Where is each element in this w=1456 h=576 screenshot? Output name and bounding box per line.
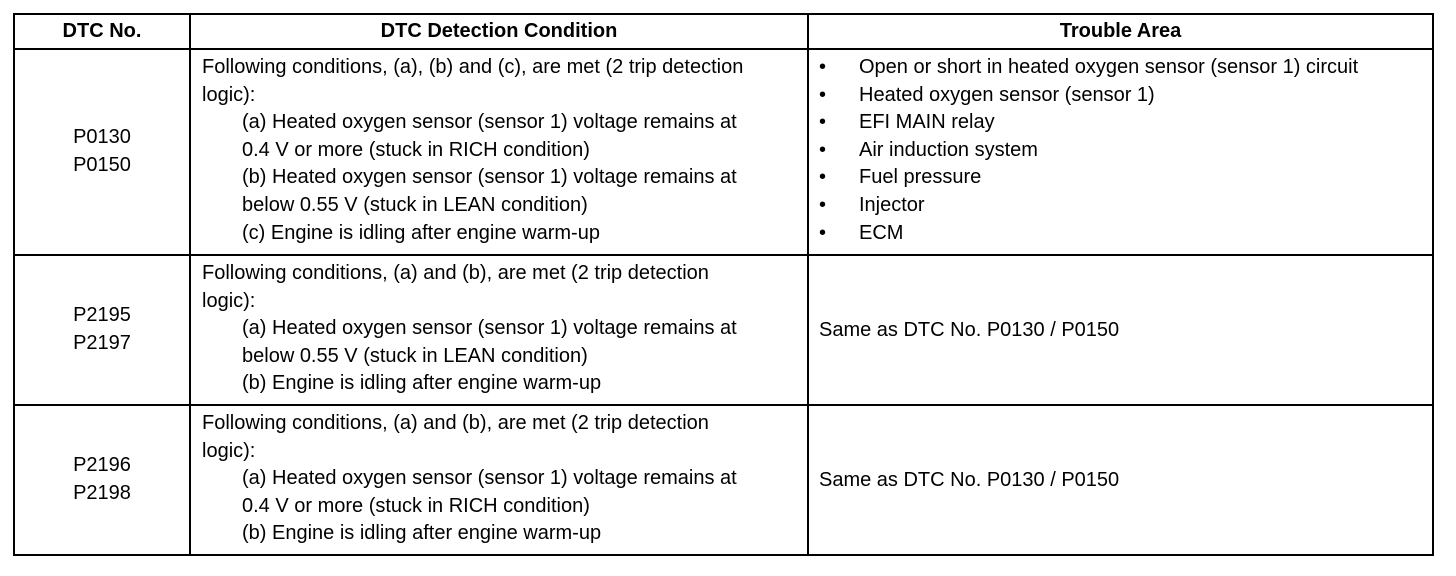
list-item: • Heated oxygen sensor (sensor 1): [819, 82, 1428, 110]
detection-condition-cell: Following conditions, (a) and (b), are m…: [189, 254, 809, 406]
bullet-icon: •: [819, 111, 827, 134]
dtc-table: DTC No. DTC Detection Condition Trouble …: [13, 13, 1434, 556]
detection-condition-cell: Following conditions, (a), (b) and (c), …: [189, 48, 809, 256]
condition-intro: logic):: [202, 83, 256, 106]
condition-intro: Following conditions, (a) and (b), are m…: [202, 412, 709, 434]
dtc-code-cell: P2196 P2198: [13, 404, 191, 556]
condition-intro: logic):: [202, 439, 256, 462]
list-item: • ECM: [819, 220, 1428, 248]
trouble-area-cell: • Open or short in heated oxygen sensor (…: [807, 48, 1434, 256]
bullet-icon: •: [819, 138, 827, 161]
detection-condition-cell: Following conditions, (a) and (b), are m…: [189, 404, 809, 556]
table-row: P2195 P2197 Following conditions, (a) an…: [13, 254, 1434, 406]
condition-intro: Following conditions, (a), (b) and (c), …: [202, 56, 744, 78]
bullet-icon: •: [819, 83, 827, 106]
header-trouble-area: Trouble Area: [807, 13, 1434, 50]
bullet-icon: •: [819, 193, 827, 216]
trouble-area-list: • Open or short in heated oxygen sensor (…: [819, 54, 1428, 247]
condition-intro: logic):: [202, 289, 256, 312]
trouble-area-item: Air induction system: [859, 138, 1038, 161]
condition-item: (b) Engine is idling after engine warm-u…: [242, 522, 602, 545]
table-header-row: DTC No. DTC Detection Condition Trouble …: [13, 13, 1434, 50]
table-row: P0130 P0150 Following conditions, (a), (…: [13, 48, 1434, 256]
trouble-area-text: Same as DTC No. P0130 / P0150: [819, 319, 1120, 342]
list-item: • Fuel pressure: [819, 164, 1428, 192]
trouble-area-text: Same as DTC No. P0130 / P0150: [819, 469, 1120, 492]
dtc-code: P2195: [73, 304, 131, 327]
header-detection-condition: DTC Detection Condition: [189, 13, 809, 50]
trouble-area-item: Heated oxygen sensor (sensor 1): [859, 83, 1155, 106]
list-item: • Open or short in heated oxygen sensor (…: [819, 54, 1428, 82]
bullet-icon: •: [819, 56, 827, 78]
list-item: • Injector: [819, 192, 1428, 220]
dtc-code: P2197: [73, 332, 131, 354]
condition-item: below 0.55 V (stuck in LEAN condition): [242, 344, 588, 367]
condition-item: (b) Heated oxygen sensor (sensor 1) volt…: [242, 166, 737, 189]
condition-item: (a) Heated oxygen sensor (sensor 1) volt…: [242, 317, 737, 340]
condition-item: (b) Engine is idling after engine warm-u…: [242, 372, 602, 395]
trouble-area-item: Fuel pressure: [859, 166, 982, 189]
dtc-code: P0150: [73, 154, 131, 176]
condition-intro: Following conditions, (a) and (b), are m…: [202, 262, 709, 284]
dtc-code: P0130: [73, 126, 131, 149]
trouble-area-item: Injector: [859, 193, 925, 216]
bullet-icon: •: [819, 166, 827, 189]
dtc-code-cell: P0130 P0150: [13, 48, 191, 256]
condition-item: below 0.55 V (stuck in LEAN condition): [242, 193, 588, 216]
dtc-code: P2198: [73, 482, 131, 504]
trouble-area-cell: Same as DTC No. P0130 / P0150: [807, 254, 1434, 406]
condition-item: (a) Heated oxygen sensor (sensor 1) volt…: [242, 111, 737, 134]
trouble-area-item: ECM: [859, 221, 904, 244]
trouble-area-cell: Same as DTC No. P0130 / P0150: [807, 404, 1434, 556]
list-item: • EFI MAIN relay: [819, 109, 1428, 137]
dtc-code: P2196: [73, 454, 131, 477]
dtc-code-cell: P2195 P2197: [13, 254, 191, 406]
trouble-area-item: EFI MAIN relay: [859, 111, 995, 134]
condition-item: 0.4 V or more (stuck in RICH condition): [242, 494, 590, 517]
condition-item: (a) Heated oxygen sensor (sensor 1) volt…: [242, 467, 737, 490]
bullet-icon: •: [819, 221, 827, 244]
header-dtc-no: DTC No.: [13, 13, 191, 50]
trouble-area-item: Open or short in heated oxygen sensor (s…: [859, 56, 1359, 78]
table-row: P2196 P2198 Following conditions, (a) an…: [13, 404, 1434, 556]
condition-item: (c) Engine is idling after engine warm-u…: [242, 221, 600, 244]
condition-item: 0.4 V or more (stuck in RICH condition): [242, 138, 590, 161]
list-item: • Air induction system: [819, 137, 1428, 165]
